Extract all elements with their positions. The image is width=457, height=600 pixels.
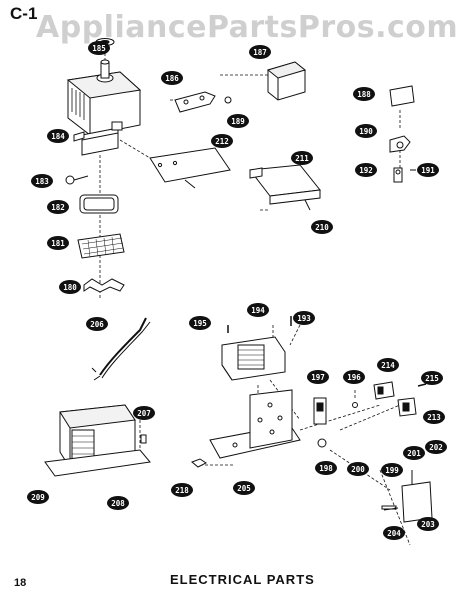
callout-191: 191 — [421, 166, 435, 175]
page-number: 18 — [14, 577, 27, 589]
transformer-208 — [44, 404, 151, 477]
callout-209: 209 — [31, 493, 45, 502]
callout-207: 207 — [137, 409, 151, 418]
callout-194: 194 — [251, 306, 265, 315]
callout-192: 192 — [359, 166, 373, 175]
chassis-bracket-205 — [209, 389, 301, 459]
callout-211: 211 — [295, 154, 309, 163]
clip-180 — [83, 278, 125, 293]
callout-205: 205 — [237, 484, 251, 493]
bracket-187 — [266, 61, 307, 101]
bracket-211 — [249, 164, 321, 205]
magnetron — [66, 59, 142, 156]
callout-212: 212 — [215, 137, 229, 146]
callout-213: 213 — [427, 413, 441, 422]
plate-212 — [149, 147, 231, 183]
callout-190: 190 — [359, 127, 373, 136]
callout-195: 195 — [193, 319, 207, 328]
callout-200: 200 — [351, 465, 365, 474]
callout-196: 196 — [347, 373, 361, 382]
callout-218: 218 — [175, 486, 189, 495]
callout-193: 193 — [297, 314, 311, 323]
wire-harness-206 — [99, 317, 147, 376]
callout-182: 182 — [51, 203, 65, 212]
callout-214: 214 — [381, 361, 395, 370]
callout-188: 188 — [357, 90, 371, 99]
callout-187: 187 — [253, 48, 267, 57]
callout-203: 203 — [421, 520, 435, 529]
transformer-194 — [221, 336, 286, 381]
capacitor-183 — [65, 175, 75, 185]
part-188 — [389, 85, 415, 107]
callout-197: 197 — [311, 373, 325, 382]
bracket-186 — [174, 91, 216, 113]
callout-184: 184 — [51, 132, 65, 141]
callout-204: 204 — [387, 529, 401, 538]
callout-198: 198 — [319, 464, 333, 473]
callout-189: 189 — [231, 117, 245, 126]
callout-186: 186 — [165, 74, 179, 83]
module-203 — [401, 481, 433, 523]
mesh-181 — [77, 233, 125, 259]
callout-210: 210 — [315, 223, 329, 232]
relay-214 — [373, 381, 395, 400]
callout-202: 202 — [429, 443, 443, 452]
page-caption: ELECTRICAL PARTS — [170, 572, 315, 587]
callout-180: 180 — [63, 283, 77, 292]
callout-labels: 185 187 186 189 184 212 211 183 182 181 … — [31, 44, 443, 538]
callout-181: 181 — [51, 239, 65, 248]
callout-199: 199 — [385, 466, 399, 475]
callout-208: 208 — [111, 499, 125, 508]
section-label: C-1 — [10, 4, 38, 23]
callout-201: 201 — [407, 449, 421, 458]
callout-185: 185 — [92, 44, 106, 53]
callout-183: 183 — [35, 177, 49, 186]
gasket-182 — [79, 194, 119, 214]
callout-215: 215 — [425, 374, 439, 383]
callout-bubbles — [27, 41, 447, 540]
callout-206: 206 — [90, 320, 104, 329]
